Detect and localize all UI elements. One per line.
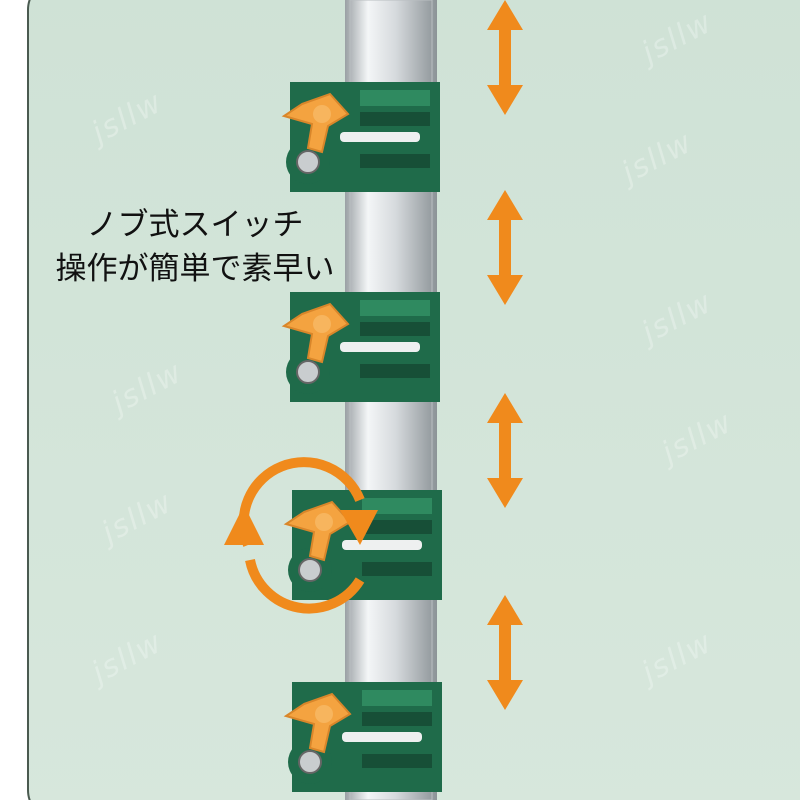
rotate-arrow-icon <box>224 457 378 614</box>
clamp-2 <box>283 291 441 403</box>
clamp-3 <box>285 489 443 601</box>
caption-line-2: 操作が簡単で素早い <box>55 251 335 287</box>
clamp-4 <box>285 681 443 793</box>
clamp-1 <box>283 81 441 193</box>
caption-line-1: ノブ式スイッチ <box>86 207 304 243</box>
